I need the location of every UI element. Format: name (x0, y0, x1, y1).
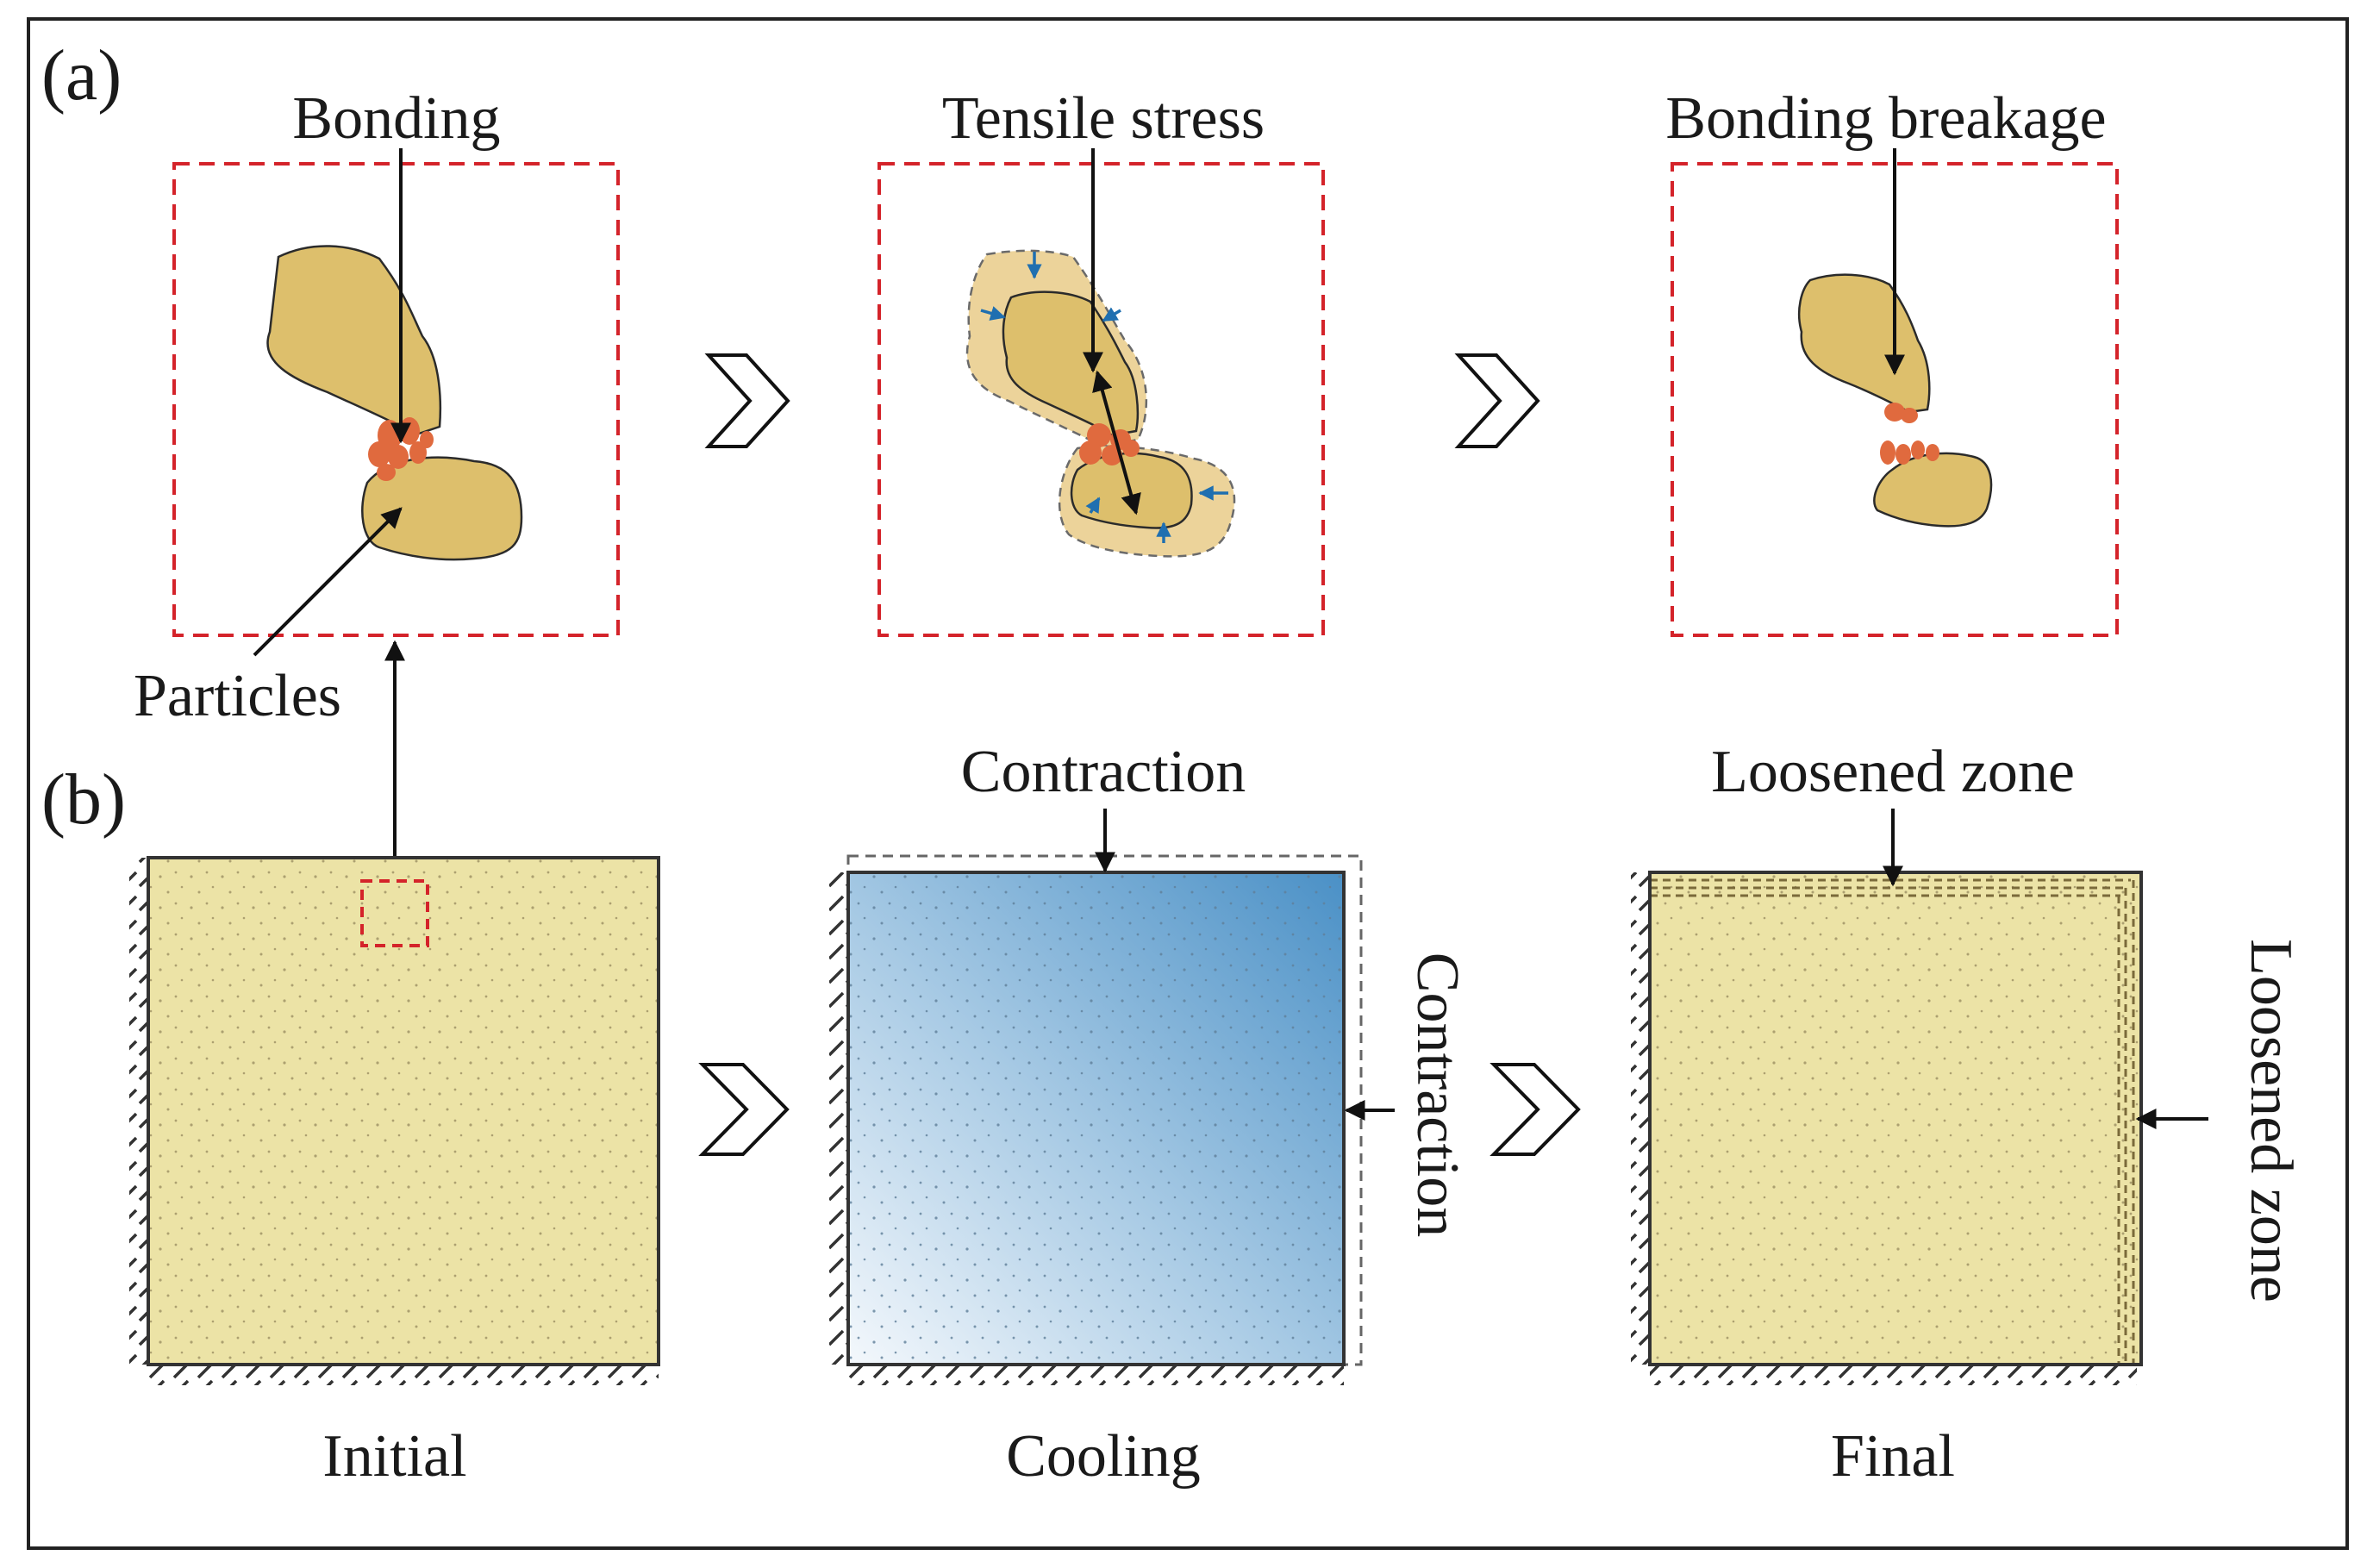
step-bonding: Bonding (172, 85, 620, 637)
step-tensile-stress: Tensile stress (877, 85, 1325, 637)
final-hatch-bottom (1650, 1365, 2137, 1385)
initial-soil-outline (147, 856, 660, 1366)
cooling-side-contraction-label: Contraction (1404, 953, 1471, 1237)
final-top-loosened-label: Loosened zone (1711, 739, 2075, 805)
initial-caption: Initial (322, 1423, 466, 1490)
initial-soil-texture (148, 858, 659, 1365)
panel-a-label: (a) (41, 35, 122, 116)
cooling-caption: Cooling (1006, 1423, 1201, 1490)
bonding-zoom-frame (172, 162, 620, 637)
breakage-zoom-frame (1671, 162, 2119, 637)
tensile-stress-label: Tensile stress (942, 85, 1265, 152)
bond-fragments-upper (1884, 403, 1918, 423)
initial-hatch-left (129, 858, 148, 1365)
initial-hatch-bottom (148, 1365, 659, 1385)
chevron-b1-icon (698, 1063, 790, 1156)
particles-pointer-arrow (253, 507, 403, 657)
tensile-stress-double-arrow (1092, 370, 1141, 515)
particle-lower-detached (1873, 452, 1993, 528)
panel-b-label: (b) (41, 759, 126, 840)
final-soil-texture (1650, 872, 2141, 1365)
final-side-loosened-label: Loosened zone (2238, 939, 2304, 1303)
bonding-label: Bonding (292, 85, 500, 152)
cooling-top-contraction-label: Contraction (961, 739, 1246, 805)
zoom-source-box (360, 879, 429, 947)
cooling-hatch-left (829, 872, 848, 1365)
contraction-arrows (980, 252, 1228, 543)
loosened-zone-side (2117, 880, 2135, 1365)
chevron-a2-icon (1454, 353, 1540, 448)
particle-upper-detached (1798, 273, 1931, 414)
stage-final: Loosened zone Loosened zone Final (1631, 739, 2304, 1490)
bond-fragments-lower (1880, 440, 1939, 465)
cooling-hatch-bottom (848, 1365, 1344, 1385)
final-caption: Final (1831, 1423, 1955, 1490)
particle-lower (361, 456, 523, 561)
cooling-texture (848, 872, 1344, 1365)
bonding-breakage-label: Bonding breakage (1665, 85, 2106, 152)
final-hatch-left (1631, 872, 1650, 1365)
outer-border (27, 17, 2349, 1550)
tensile-zoom-frame (877, 162, 1325, 637)
chevron-b2-icon (1490, 1063, 1581, 1156)
stage-cooling: Contraction Contraction Cooling (829, 739, 1471, 1490)
chevron-a1-icon (704, 353, 790, 448)
particle-upper (266, 245, 442, 437)
particles-label: Particles (134, 663, 341, 729)
stage-initial: Initial (129, 856, 660, 1490)
step-bonding-breakage: Bonding breakage (1665, 85, 2119, 637)
